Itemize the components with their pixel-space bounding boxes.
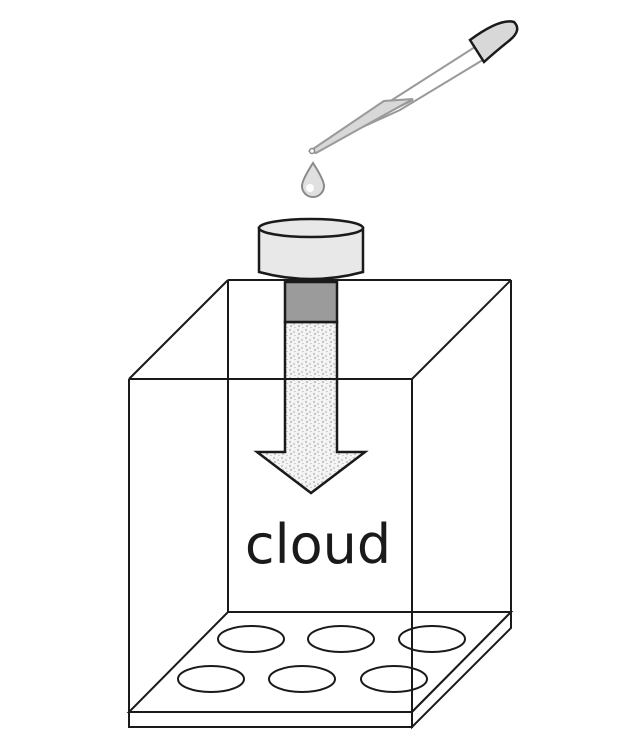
downward-arrow <box>253 280 369 495</box>
drop-icon <box>300 161 326 198</box>
chamber-back-frame <box>128 279 512 628</box>
well <box>360 665 428 693</box>
column-dark-section <box>283 280 339 324</box>
well <box>177 665 245 693</box>
pipette-bulb <box>468 20 519 64</box>
chamber-front-frame <box>128 378 413 727</box>
well <box>398 625 466 653</box>
well <box>217 625 285 653</box>
wells <box>177 625 466 693</box>
well-plate <box>126 609 514 730</box>
well <box>268 665 336 693</box>
pipette <box>307 20 519 155</box>
cap <box>257 217 365 281</box>
well <box>307 625 375 653</box>
cloud-label: cloud <box>245 513 391 576</box>
